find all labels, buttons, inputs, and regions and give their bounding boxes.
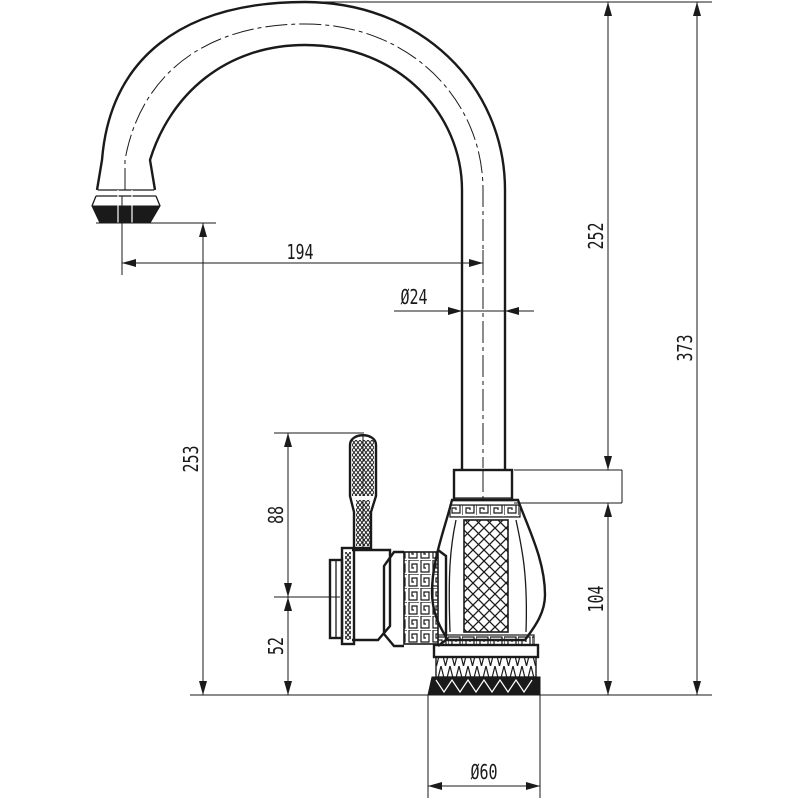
dim-spout-reach-label: 194 — [286, 242, 313, 265]
spout-gooseneck — [95, 0, 507, 470]
dim-arch-height-label: 252 — [586, 222, 609, 249]
dim-spout-height: 253 — [181, 223, 207, 695]
dim-base-diameter: Ø60 — [427, 695, 541, 798]
dim-lever-base-height-label: 52 — [266, 637, 289, 655]
dim-tube-diameter-label: Ø24 — [400, 287, 427, 310]
handle-lever — [348, 432, 378, 550]
dim-total-height-label: 373 — [675, 334, 698, 361]
dim-arch-height: 252 — [586, 2, 612, 470]
aerator-nozzle — [91, 189, 161, 224]
dim-body-height-label: 104 — [586, 585, 609, 612]
decorated-body — [430, 498, 547, 646]
dim-base-diameter-label: Ø60 — [470, 762, 497, 785]
ornamented-base — [427, 643, 541, 696]
tube-collar — [452, 468, 514, 502]
dim-lever-length-label: 88 — [266, 506, 289, 524]
faucet — [91, 0, 547, 696]
dim-lever-length: 88 — [266, 432, 362, 598]
lever-housing — [328, 546, 448, 648]
dim-total-height: 373 — [675, 2, 701, 695]
dim-spout-reach: 194 — [121, 196, 484, 275]
dim-lever-base-height: 52 — [266, 597, 292, 695]
dimension-lines: 194 Ø24 253 252 104 — [96, 1, 712, 798]
dim-body-height: 104 — [586, 503, 612, 695]
dim-spout-height-label: 253 — [181, 445, 204, 472]
dim-tube-diameter: Ø24 — [394, 287, 534, 315]
